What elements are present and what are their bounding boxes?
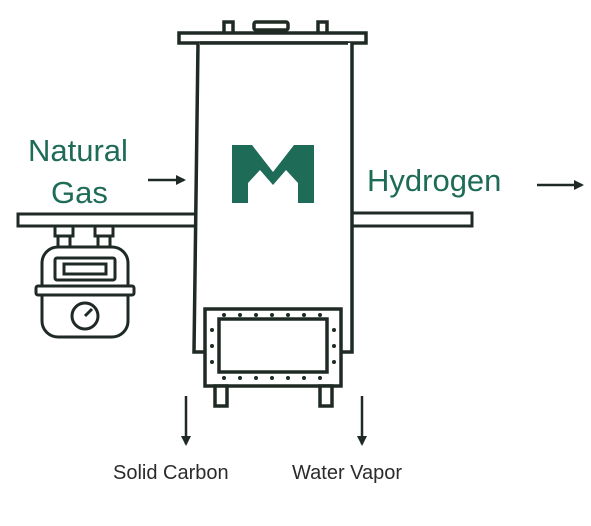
window-rivets <box>210 313 336 380</box>
reactor-logo-icon <box>232 145 314 203</box>
solid-carbon-label: Solid Carbon <box>113 462 229 484</box>
reactor-vessel <box>177 20 368 408</box>
hydrogen-label: Hydrogen <box>367 163 502 198</box>
natural-gas-label-line1: Natural <box>28 133 128 168</box>
outlet-pipe <box>350 211 474 228</box>
water-vapor-label: Water Vapor <box>292 462 403 484</box>
natural-gas-label-line2: Gas <box>51 175 108 210</box>
gas-meter-icon <box>34 224 136 339</box>
inlet-pipe <box>16 212 198 228</box>
